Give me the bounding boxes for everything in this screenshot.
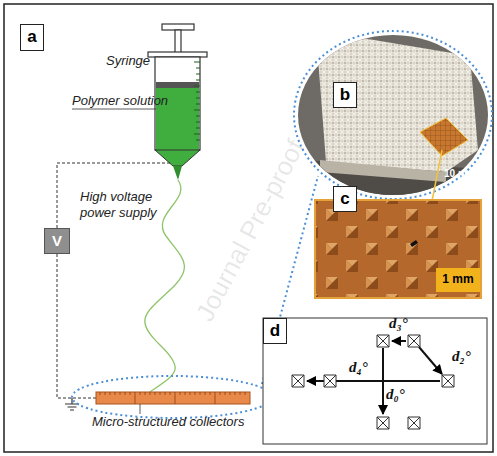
panel-label: b (333, 82, 357, 108)
site-symbol (377, 335, 389, 347)
watermark: Journal Pre-proof (190, 135, 312, 327)
zoom-line (432, 150, 442, 201)
distance-label: d₄° (349, 358, 368, 376)
part-label: Syringe (106, 53, 150, 69)
scale-bar-box: 1 mm (436, 268, 480, 292)
site-symbol (408, 417, 420, 429)
panel-label: c (333, 186, 357, 212)
syringe-drawing (148, 52, 207, 57)
site-symbol (408, 335, 420, 347)
node-text: b (340, 86, 350, 105)
micrograph (410, 240, 418, 247)
highlight-ellipse (72, 376, 272, 418)
distance-label: d₀° (386, 385, 405, 403)
collector-drawing (100, 392, 245, 404)
part-label: Micro-structured collectors (92, 414, 244, 430)
syringe-drawing (155, 150, 200, 166)
arrow-diagram (419, 347, 442, 374)
part-label: High voltage power supply (80, 189, 172, 220)
voltage-source: V (44, 228, 70, 254)
panel-label: a (20, 24, 44, 51)
micrograph (315, 200, 481, 298)
site-symbol (324, 375, 336, 387)
scale-label: 10 mm (444, 168, 476, 180)
photo (290, 30, 490, 200)
distance-label: d₂° (452, 347, 471, 365)
figure-border (4, 4, 493, 452)
site-symbol (292, 375, 304, 387)
syringe-drawing (162, 24, 194, 30)
node-text: d (270, 322, 280, 341)
panel-frame (263, 318, 487, 444)
photo (290, 30, 490, 200)
wire (57, 254, 96, 398)
collector-drawing (96, 392, 250, 404)
photo (320, 160, 446, 182)
arrow-diagram (307, 341, 442, 414)
panel-label: d (263, 318, 287, 344)
part-label: Polymer solution (72, 93, 168, 109)
highlight-ellipse (294, 31, 492, 199)
collector-drawing (96, 392, 250, 404)
node-text: V (52, 233, 62, 250)
arrow-diagram (392, 340, 406, 342)
leader-line (72, 109, 156, 110)
node-text: a (27, 28, 36, 47)
node-text: c (340, 190, 349, 209)
arrow-diagram (382, 348, 384, 414)
photo (446, 185, 482, 187)
syringe-drawing (156, 82, 199, 88)
syringe-drawing (173, 166, 182, 180)
leader-line (140, 404, 141, 414)
micrograph (315, 200, 481, 298)
site-symbol (442, 375, 454, 387)
site-symbol (377, 417, 389, 429)
photo (318, 38, 478, 172)
photo (420, 118, 468, 156)
site-symbol (292, 335, 454, 429)
syringe-drawing (194, 62, 200, 140)
distance-label: d₃° (389, 314, 408, 332)
node-text: 1 mm (442, 273, 473, 286)
